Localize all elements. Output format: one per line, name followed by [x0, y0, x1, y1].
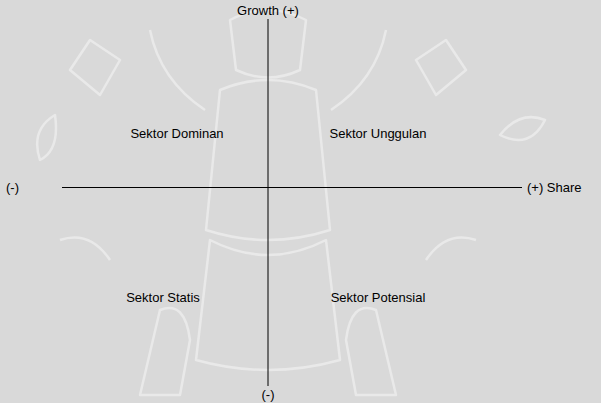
growth-axis: [268, 19, 269, 386]
quadrant-label: Sektor Statis: [126, 290, 200, 305]
axis-label: Growth (+): [237, 3, 299, 18]
quadrant-label: Sektor Dominan: [130, 126, 223, 141]
axis-label: (+) Share: [527, 180, 582, 195]
axis-label: (-): [6, 180, 19, 195]
axis-label: (-): [262, 387, 275, 402]
share-axis: [62, 187, 522, 188]
quadrant-label: Sektor Potensial: [331, 290, 426, 305]
quadrant-label: Sektor Unggulan: [330, 126, 427, 141]
watermark-leaves: [37, 115, 545, 160]
